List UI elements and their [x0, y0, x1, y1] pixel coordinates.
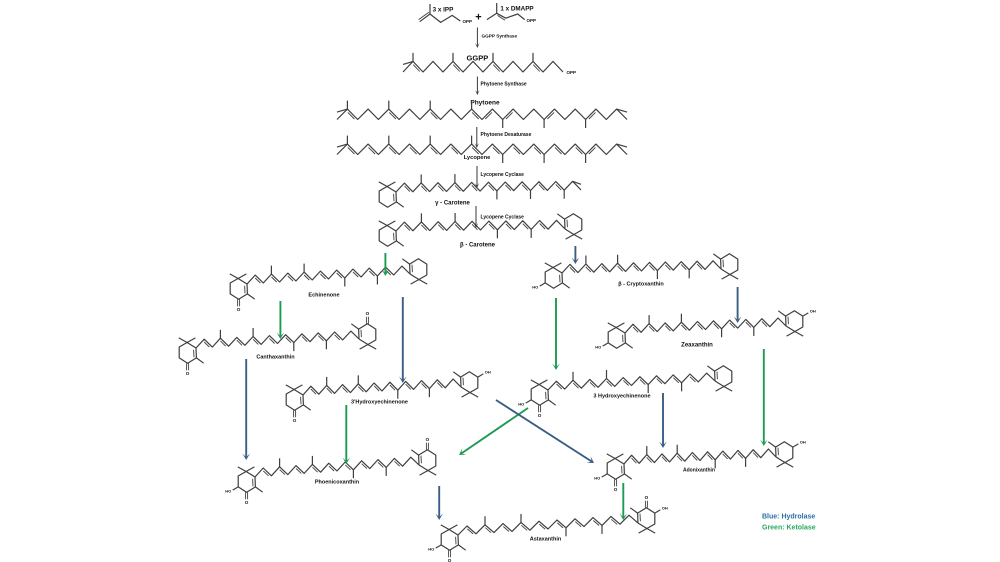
svg-text:OH: OH	[810, 308, 816, 313]
svg-text:OPP: OPP	[567, 70, 577, 75]
svg-text:Blue: Hydrolase: Blue: Hydrolase	[762, 514, 815, 521]
svg-text:HO: HO	[225, 489, 231, 494]
svg-text:O: O	[186, 371, 190, 376]
svg-text:O: O	[448, 558, 452, 562]
svg-text:OH: OH	[662, 505, 668, 510]
svg-text:+: +	[475, 12, 481, 24]
svg-text:OPP: OPP	[527, 18, 537, 23]
svg-text:HO: HO	[594, 476, 600, 481]
svg-text:O: O	[426, 437, 430, 442]
svg-text:O: O	[538, 413, 542, 418]
svg-text:O: O	[293, 418, 297, 423]
svg-text:HO: HO	[518, 402, 524, 407]
svg-text:Phytoene Synthase: Phytoene Synthase	[481, 82, 527, 88]
svg-text:Lycopene Cyclase: Lycopene Cyclase	[481, 172, 525, 178]
svg-text:Canthaxanthin: Canthaxanthin	[256, 355, 295, 361]
svg-text:GGPP Synthase: GGPP Synthase	[482, 34, 518, 39]
svg-text:3 x IPP: 3 x IPP	[433, 7, 454, 14]
svg-text:Echinenone: Echinenone	[308, 293, 339, 299]
svg-text:Adonixanthin: Adonixanthin	[683, 468, 715, 474]
svg-text:O: O	[645, 495, 649, 500]
svg-text:OH: OH	[485, 369, 491, 374]
svg-text:Phytoene: Phytoene	[470, 100, 500, 107]
svg-text:Phytoene Desaturase: Phytoene Desaturase	[481, 132, 532, 138]
svg-text:Lycopene Cyclase: Lycopene Cyclase	[481, 215, 525, 221]
svg-text:HO: HO	[532, 285, 538, 290]
svg-text:Lycopene: Lycopene	[464, 155, 492, 161]
svg-text:HO: HO	[595, 345, 601, 350]
svg-text:β - Cryptoxanthin: β - Cryptoxanthin	[618, 282, 664, 288]
svg-text:γ - Carotene: γ - Carotene	[435, 201, 470, 207]
svg-text:Astaxanthin: Astaxanthin	[530, 537, 562, 543]
svg-text:3'Hydroxyechinenone: 3'Hydroxyechinenone	[351, 400, 408, 406]
svg-text:1 x DMAPP: 1 x DMAPP	[500, 6, 533, 13]
svg-text:O: O	[237, 307, 241, 312]
svg-text:Phoenicoxanthin: Phoenicoxanthin	[315, 480, 360, 486]
svg-text:Green: Ketolase: Green: Ketolase	[762, 525, 816, 532]
svg-text:OH: OH	[800, 439, 806, 444]
svg-text:HO: HO	[428, 547, 434, 552]
svg-text:β - Carotene: β - Carotene	[460, 243, 496, 249]
svg-text:Zeaxanthin: Zeaxanthin	[681, 343, 713, 349]
svg-text:O: O	[614, 487, 618, 492]
svg-text:O: O	[245, 500, 249, 505]
svg-text:OPP: OPP	[463, 19, 473, 24]
svg-text:O: O	[366, 311, 370, 316]
svg-text:3 Hydroxyechinenone: 3 Hydroxyechinenone	[593, 394, 650, 400]
svg-text:GGPP: GGPP	[467, 54, 489, 63]
